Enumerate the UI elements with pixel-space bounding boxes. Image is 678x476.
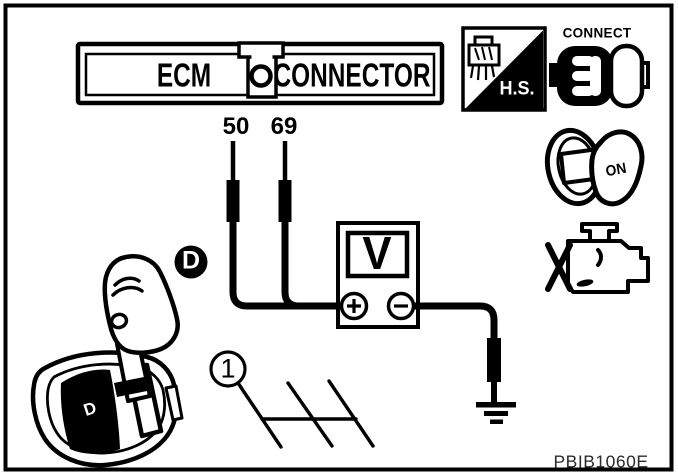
terminal-69-label: 69: [270, 113, 298, 140]
selector-position-callout: D: [181, 246, 201, 275]
voltmeter-display-label: V: [362, 227, 392, 279]
harness-connector-icon: [467, 35, 501, 81]
wire-50: [226, 141, 343, 310]
hs-badge-label: H.S.: [499, 78, 535, 100]
ground-icon: [476, 402, 516, 424]
connector-clip-icon: [249, 64, 273, 88]
overdrive-button: [109, 312, 129, 330]
figure-code: PBIB1060E: [553, 451, 649, 472]
figure-frame: [3, 3, 674, 472]
voltmeter-icon: [336, 221, 420, 329]
terminal-50-label: 50: [222, 113, 250, 140]
connect-badge-label: CONNECT: [562, 25, 632, 41]
shift-knob: [102, 254, 180, 355]
connector-label: CONNECTOR: [273, 56, 431, 94]
hs-badge-icon: [461, 26, 547, 112]
ignition-on-label: ON: [604, 159, 628, 181]
ground-wire: [413, 302, 516, 424]
engine-icon: [545, 222, 650, 294]
ignition-key-on-icon: [544, 127, 645, 207]
hatch-pattern: [236, 379, 375, 449]
callout-d-circle: [174, 245, 208, 279]
ecm-label: ECM: [156, 56, 212, 94]
callout-1-circle: [209, 350, 247, 388]
gate-band: [60, 369, 120, 454]
hatch-callout-number: 1: [220, 353, 236, 384]
wire-69: [278, 141, 343, 310]
connect-plug-icon: [549, 43, 650, 109]
shift-lever-icon: [30, 254, 184, 468]
ecm-connector-box: [75, 41, 445, 106]
